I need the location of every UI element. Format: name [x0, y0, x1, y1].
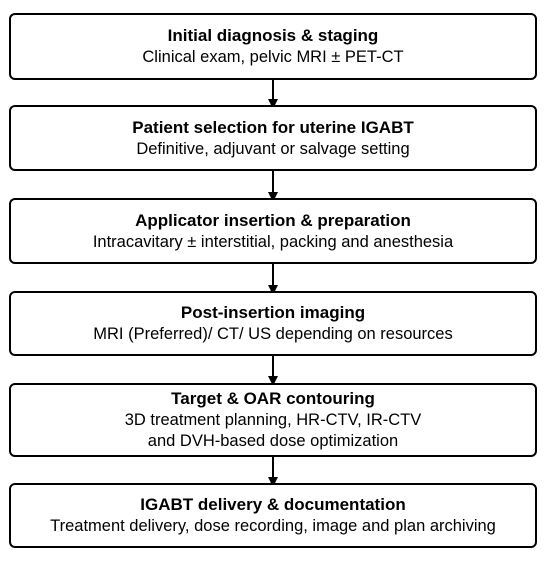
- step-title: Applicator insertion & preparation: [135, 210, 411, 230]
- step-description: Intracavitary ± interstitial, packing an…: [92, 232, 454, 251]
- step-title: Target & OAR contouring: [171, 389, 375, 408]
- step-title: Patient selection for uterine IGABT: [132, 117, 414, 137]
- step-patient-selection: Patient selection for uterine IGABT Defi…: [9, 105, 537, 171]
- step-title: IGABT delivery & documentation: [140, 495, 406, 514]
- step-description: Definitive, adjuvant or salvage setting: [136, 139, 410, 158]
- step-applicator-insertion: Applicator insertion & preparation Intra…: [9, 198, 537, 264]
- step-description: 3D treatment planning, HR-CTV, IR-CTV: [124, 411, 422, 429]
- step-target-contouring: Target & OAR contouring 3D treatment pla…: [9, 383, 537, 457]
- step-initial-diagnosis: Initial diagnosis & staging Clinical exa…: [9, 13, 537, 80]
- step-description: Treatment delivery, dose recording, imag…: [50, 517, 496, 535]
- step-igabt-delivery: IGABT delivery & documentation Treatment…: [9, 483, 537, 548]
- step-description: and DVH-based dose optimization: [147, 432, 399, 450]
- step-title: Initial diagnosis & staging: [167, 26, 379, 45]
- step-description: Clinical exam, pelvic MRI ± PET-CT: [142, 48, 404, 66]
- step-title: Post-insertion imaging: [180, 303, 366, 322]
- step-description: MRI (Preferred)/ CT/ US depending on res…: [93, 325, 453, 343]
- step-post-insertion-imaging: Post-insertion imaging MRI (Preferred)/ …: [9, 291, 537, 356]
